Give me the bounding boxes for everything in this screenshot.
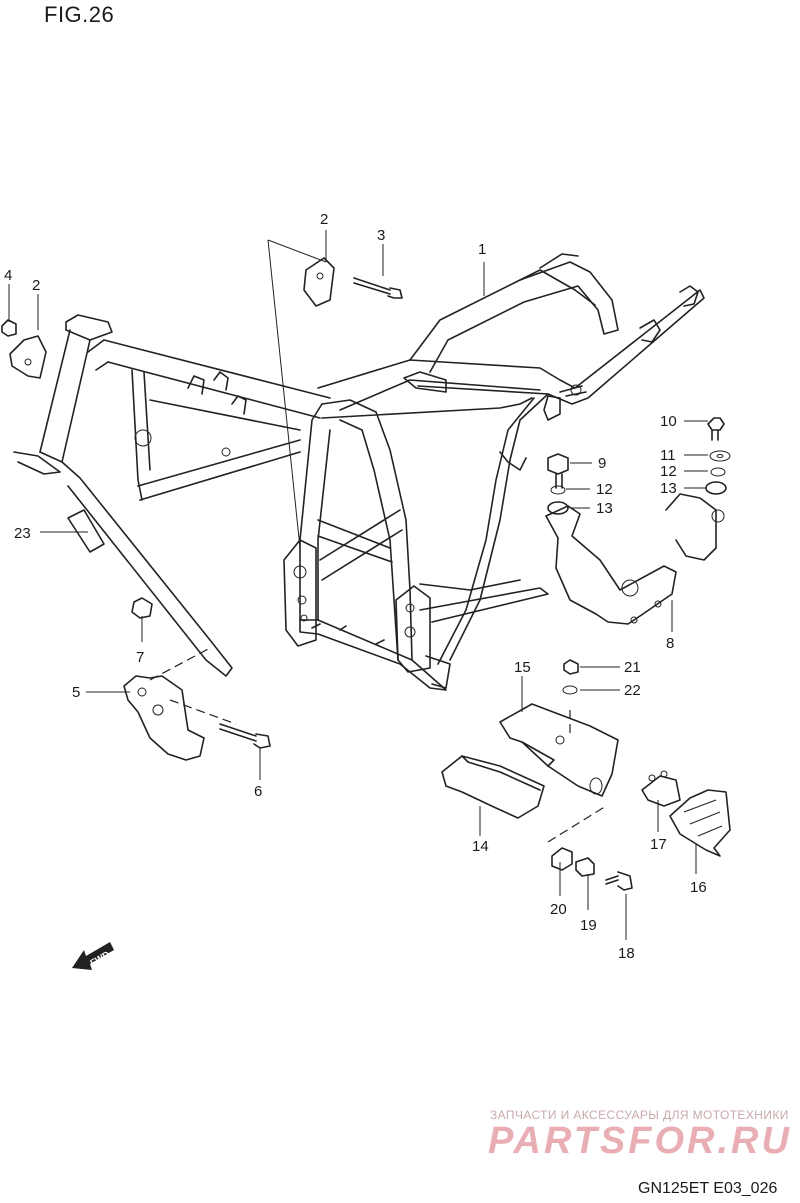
callout-labels: 1 2 2 3 4 5 6 7 8 9 10 11 12 12 13 13 14… (4, 211, 707, 962)
callout-6: 6 (254, 783, 262, 800)
callout-17: 17 (650, 836, 667, 853)
callout-11: 11 (660, 447, 676, 464)
figure-title: FIG.26 (44, 2, 115, 27)
callout-10: 10 (660, 413, 677, 430)
callout-15: 15 (514, 659, 531, 676)
callout-2-upper: 2 (320, 211, 328, 228)
callout-12-right: 12 (660, 463, 677, 480)
gusset-plate-upper (303, 257, 335, 307)
callout-16: 16 (690, 879, 707, 896)
callout-12-left: 12 (596, 481, 613, 498)
callout-14: 14 (472, 838, 489, 855)
callout-8: 8 (666, 635, 674, 652)
callout-23: 23 (14, 525, 31, 542)
gusset-plate-front (9, 335, 47, 379)
watermark-tagline: ЗАПЧАСТИ И АКСЕССУАРЫ ДЛЯ МОТОТЕХНИКИ (490, 1108, 789, 1122)
leader-lines (8, 230, 708, 940)
callout-7: 7 (136, 649, 144, 666)
callout-3: 3 (377, 227, 385, 244)
callout-1: 1 (478, 241, 486, 258)
callout-5: 5 (72, 684, 80, 701)
callout-2-front: 2 (32, 277, 40, 294)
callout-21: 21 (624, 659, 641, 676)
callout-20: 20 (550, 901, 567, 918)
fwd-arrow-icon: FWD (72, 942, 114, 970)
main-frame (13, 253, 705, 691)
callout-4: 4 (4, 267, 12, 284)
watermark-logo: PARTSFOR.RU (488, 1120, 792, 1162)
callout-19: 19 (580, 917, 597, 934)
callout-13-right: 13 (660, 480, 677, 497)
drawing-code: GN125ET E03_026 (638, 1180, 778, 1197)
callout-9: 9 (598, 455, 606, 472)
callout-22: 22 (624, 682, 641, 699)
small-parts (1, 257, 731, 891)
callout-18: 18 (618, 945, 635, 962)
callout-13-left: 13 (596, 500, 613, 517)
